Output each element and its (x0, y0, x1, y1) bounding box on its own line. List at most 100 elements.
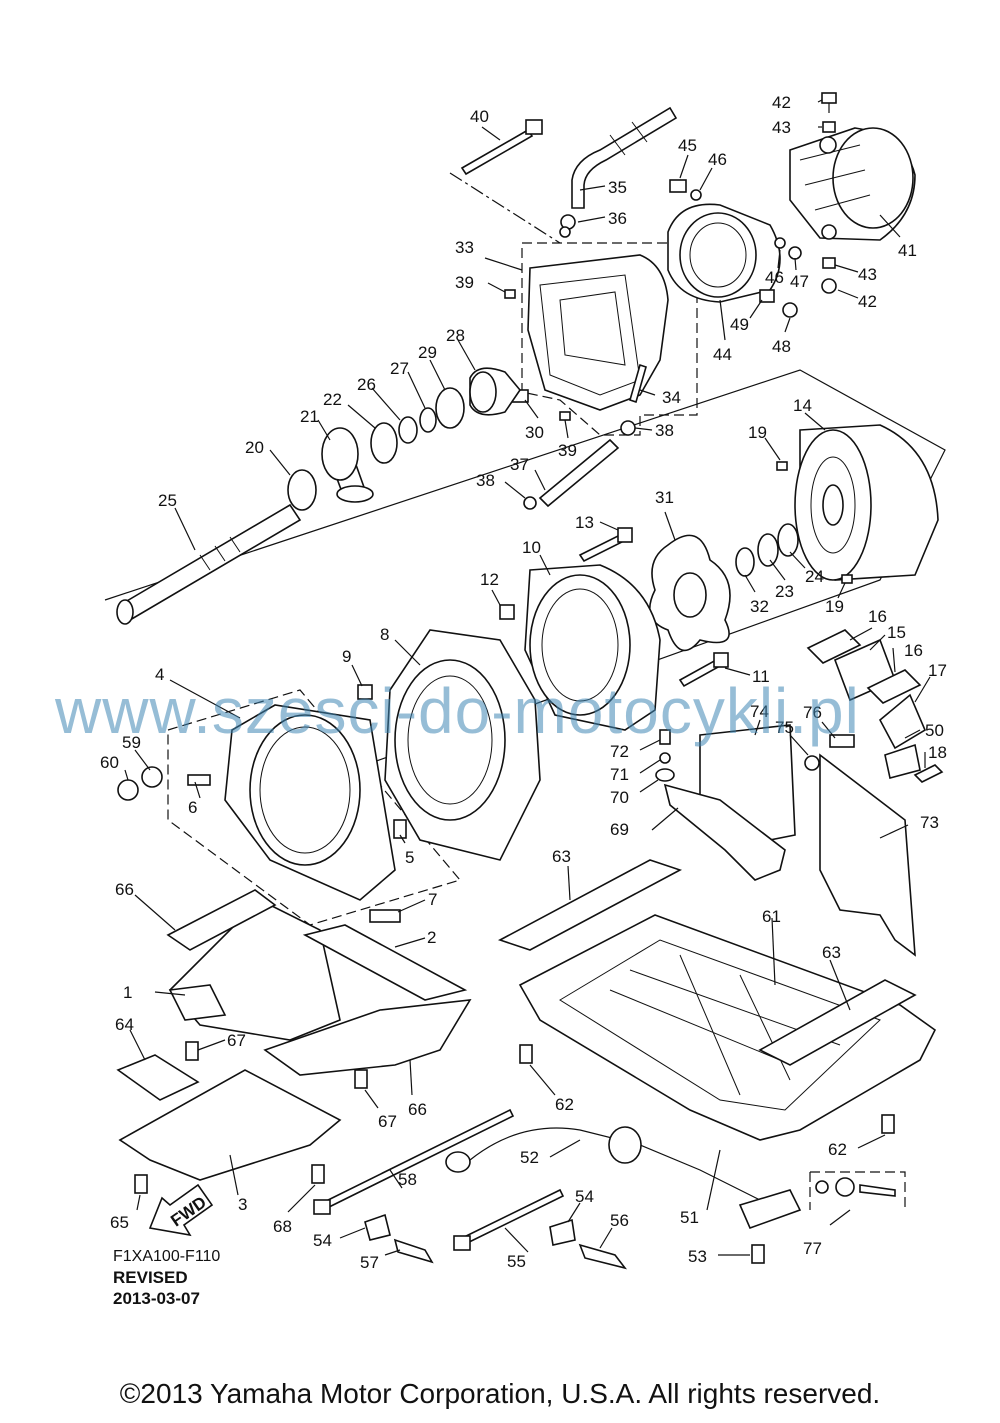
clamp-38-lower (523, 496, 537, 510)
cable-tie-55-head (453, 1235, 471, 1251)
deflector-part-41 (789, 127, 916, 241)
callout-label: 25 (158, 491, 177, 510)
callout-label: 67 (378, 1112, 397, 1131)
callout-label: 63 (822, 943, 841, 962)
callout-label: 43 (772, 118, 791, 137)
bolt-67-lower (354, 1069, 368, 1089)
callout-label: 31 (655, 488, 674, 507)
callout-label: 44 (713, 345, 732, 364)
bracket-69 (663, 783, 786, 881)
hose-37 (538, 438, 620, 508)
callout-label: 63 (552, 847, 571, 866)
plate-73 (819, 753, 916, 957)
cable-tie-58-head (313, 1199, 331, 1215)
washer-71 (659, 752, 671, 764)
callout-label: 7 (428, 890, 437, 909)
cable-tie-58 (316, 1108, 515, 1213)
callout-label: 19 (748, 423, 767, 442)
watermark-text: www.szesci-do-motocykli.pl (54, 675, 860, 747)
callout-label: 13 (575, 513, 594, 532)
callout-label: 5 (405, 848, 414, 867)
revision-label: REVISED (113, 1268, 188, 1287)
bolt-42-upper (821, 92, 837, 113)
callout-label: 52 (520, 1148, 539, 1167)
callout-label: 4 (155, 665, 164, 684)
callout-label: 59 (122, 733, 141, 752)
sensor-57 (393, 1238, 434, 1264)
bolt-68 (311, 1164, 325, 1184)
callout-label: 53 (688, 1247, 707, 1266)
callout-label: 26 (357, 375, 376, 394)
callout-label: 55 (507, 1252, 526, 1271)
callout-label: 47 (790, 272, 809, 291)
callout-label: 40 (470, 107, 489, 126)
callout-label: 58 (398, 1170, 417, 1189)
callout-label: 57 (360, 1253, 379, 1272)
bolt-13 (578, 527, 633, 563)
callout-label: 18 (928, 743, 947, 762)
grate-3 (118, 1069, 342, 1181)
revision-date: 2013-03-07 (113, 1289, 200, 1308)
grate-64 (116, 1054, 200, 1101)
callout-label: 76 (803, 703, 822, 722)
callout-label: 39 (455, 273, 474, 292)
cable-51 (445, 1126, 802, 1230)
callout-label: 56 (610, 1211, 629, 1230)
diagram-code-block: F1XA100-F110 REVISED 2013-03-07 (113, 1246, 220, 1309)
callout-label: 67 (227, 1031, 246, 1050)
callout-label: 30 (525, 423, 544, 442)
bolt-76 (829, 734, 855, 748)
hose-35 (571, 106, 678, 209)
intake-housing-8 (384, 629, 541, 861)
pin-39-upper (504, 289, 516, 299)
washer-46-upper (690, 189, 702, 201)
callout-label: 41 (898, 241, 917, 260)
seal-24 (777, 523, 799, 557)
nut-27 (419, 407, 437, 433)
callout-label: 54 (575, 1187, 594, 1206)
nut-47 (788, 246, 802, 260)
nut-60 (117, 779, 139, 801)
collar-9 (357, 684, 373, 700)
callout-label: 62 (555, 1095, 574, 1114)
kit-77 (815, 1177, 896, 1197)
callout-label: 38 (476, 471, 495, 490)
adapter-4 (224, 704, 396, 901)
callout-label: 39 (558, 441, 577, 460)
bolt-67-upper (185, 1041, 199, 1061)
callout-label: 61 (762, 907, 781, 926)
callout-label: 71 (610, 765, 629, 784)
bolt-6 (187, 774, 211, 786)
clamp-38-upper (620, 420, 636, 436)
bolt-62-right (881, 1114, 895, 1134)
leader-lines (124, 99, 931, 1256)
callout-label: 23 (775, 582, 794, 601)
bracket-50 (884, 743, 921, 779)
pin-19-lower (841, 574, 853, 584)
callout-label: 54 (313, 1231, 332, 1250)
callout-label: 37 (510, 455, 529, 474)
callout-label: 42 (772, 93, 791, 112)
callout-label: 10 (522, 538, 541, 557)
nozzle-ring-44 (667, 203, 781, 303)
cap-28 (469, 367, 522, 416)
bolt-72 (659, 729, 671, 745)
pin-19-upper (776, 461, 788, 471)
bolt-45 (669, 179, 687, 193)
callout-label: 66 (115, 880, 134, 899)
callout-label: 60 (100, 753, 119, 772)
callout-label: 27 (390, 359, 409, 378)
callout-label: 33 (455, 238, 474, 257)
cable-tie-55 (456, 1188, 565, 1248)
pin-34 (629, 363, 647, 404)
callout-label: 66 (408, 1100, 427, 1119)
callout-label: 12 (480, 570, 499, 589)
callout-labels: 1 2 3 4 5 6 7 8 9 10 11 12 13 14 15 16 1… (100, 93, 947, 1272)
callout-label: 43 (858, 265, 877, 284)
bolt-65 (134, 1174, 148, 1194)
callout-label: 2 (427, 928, 436, 947)
callout-label: 9 (342, 647, 351, 666)
plate-2 (302, 924, 468, 1001)
sleeve-21 (321, 427, 374, 503)
